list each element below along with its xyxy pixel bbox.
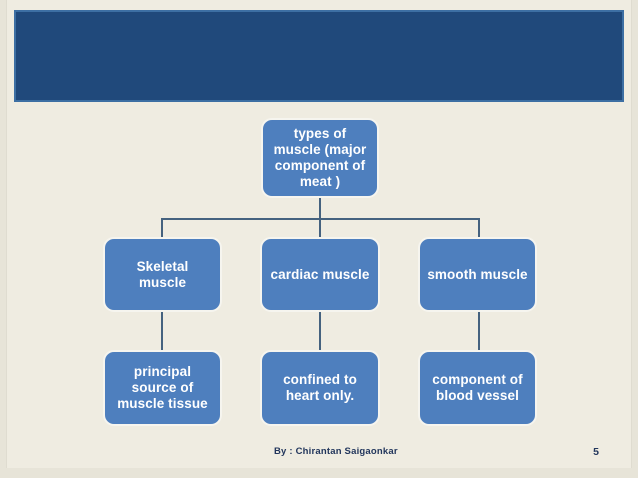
node-confined-to-heart-only[interactable]: confined to heart only. <box>260 350 380 426</box>
footer-page-number: 5 <box>593 446 599 458</box>
connector-root-stem <box>319 198 321 219</box>
footer-author: By : Chirantan Saigaonkar <box>274 446 398 457</box>
connector-smooth-to-blood-vessel <box>478 312 480 351</box>
connector-cardiac-to-confined <box>319 312 321 351</box>
connector-drop-skeletal <box>161 218 163 238</box>
connector-drop-smooth <box>478 218 480 238</box>
node-smooth-muscle[interactable]: smooth muscle <box>418 237 537 312</box>
node-skeletal-muscle[interactable]: Skeletal muscle <box>103 237 222 312</box>
node-principal-source-of-muscle-tissue[interactable]: principal source of muscle tissue <box>103 350 222 426</box>
connector-skeletal-to-principal <box>161 312 163 351</box>
node-root-types-of-muscle[interactable]: types of muscle (major component of meat… <box>261 118 379 198</box>
node-cardiac-muscle[interactable]: cardiac muscle <box>260 237 380 312</box>
connector-drop-cardiac <box>319 218 321 238</box>
node-component-of-blood-vessel[interactable]: component of blood vessel <box>418 350 537 426</box>
title-banner <box>14 10 624 102</box>
